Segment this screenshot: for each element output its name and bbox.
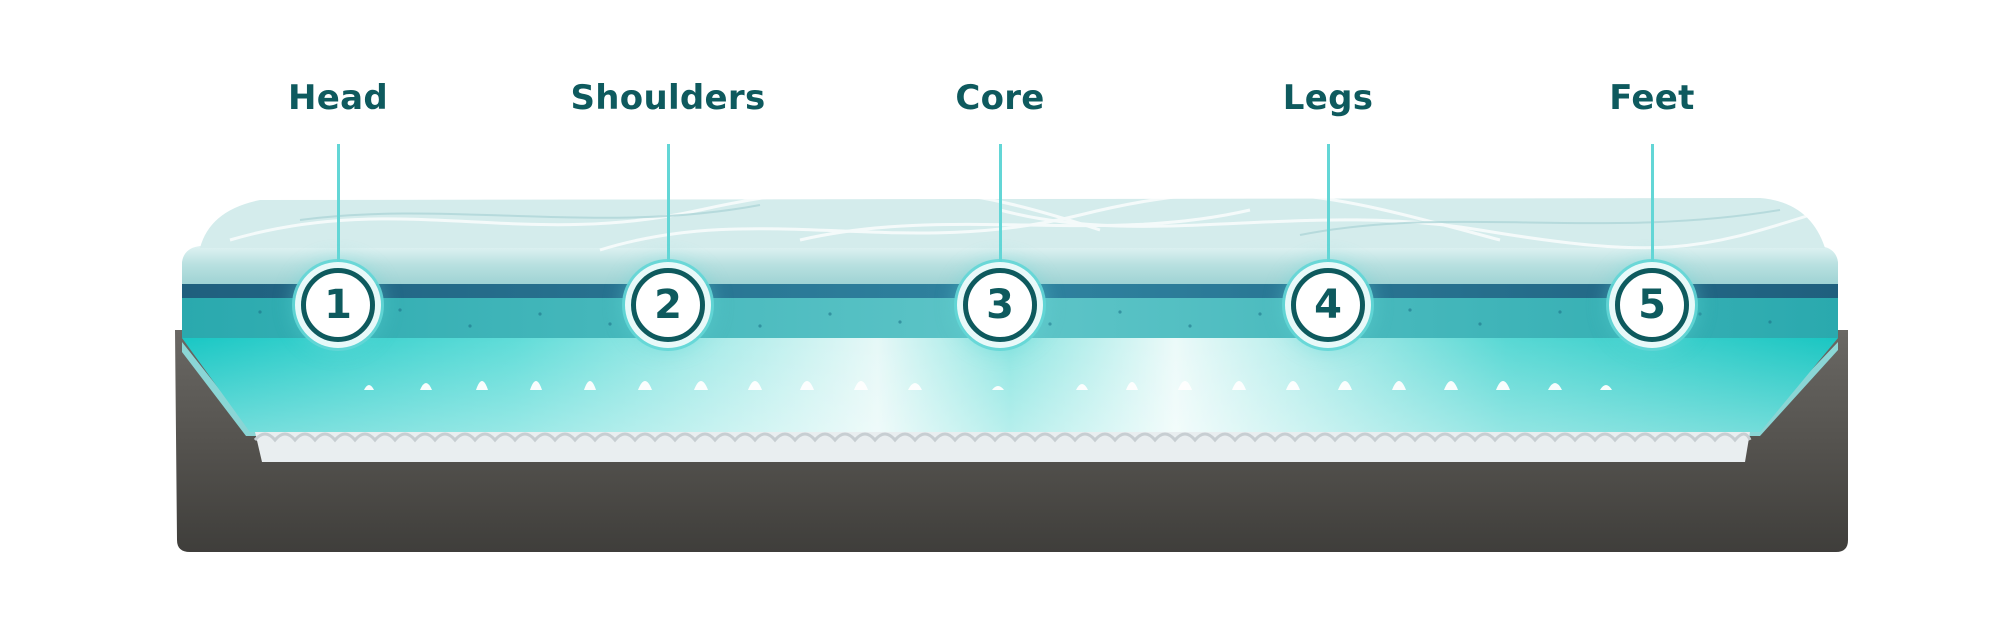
zone-label-legs: Legs [1282,78,1374,118]
foam-cutouts [364,381,1612,390]
zone-label-head: Head [288,78,388,118]
zone-connector-legs [1326,144,1330,268]
zone-label-shoulders: Shoulders [570,78,766,118]
zone-badge-3: 3 [963,268,1037,342]
mattress-cover-top [200,198,1825,248]
zone-badge-4: 4 [1291,268,1365,342]
mattress-cover-front [182,246,1838,284]
zone-badge-2: 2 [631,268,705,342]
zone-connector-shoulders [666,144,670,268]
zone-label-core: Core [955,78,1045,118]
zone-label-feet: Feet [1609,78,1695,118]
zone-badge-5: 5 [1615,268,1689,342]
zone-connector-feet [1650,144,1654,268]
zone-badge-1: 1 [301,268,375,342]
zone-connector-head [336,144,340,268]
zone-connector-core [998,144,1002,268]
